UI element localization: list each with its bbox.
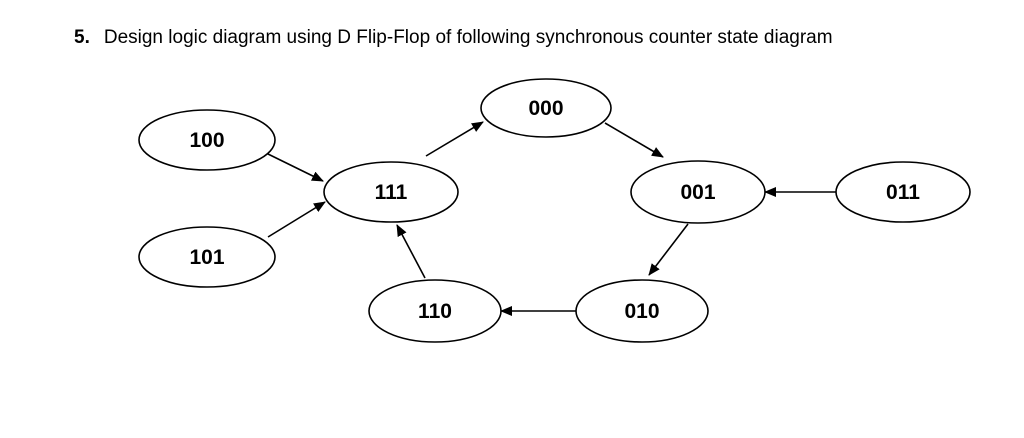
state-011: 011 [835, 161, 971, 223]
state-label-110: 110 [418, 300, 452, 323]
state-100: 100 [138, 109, 276, 171]
transition-000-to-001 [604, 122, 664, 158]
transition-100-to-111 [267, 153, 324, 182]
state-101: 101 [138, 226, 276, 288]
state-010: 010 [575, 279, 709, 343]
transition-001-to-010 [648, 223, 689, 276]
state-label-011: 011 [886, 181, 920, 204]
transition-110-to-111 [396, 224, 426, 279]
state-001: 001 [630, 160, 766, 224]
question-body: Design logic diagram using D Flip-Flop o… [103, 27, 833, 48]
state-label-000: 000 [528, 97, 563, 120]
state-110: 110 [368, 279, 502, 343]
transitions [267, 121, 836, 316]
states: 000 100 111 001 011 101 110 010 [138, 78, 971, 343]
state-label-100: 100 [189, 129, 224, 152]
state-000: 000 [480, 78, 612, 138]
state-label-010: 010 [624, 300, 659, 323]
question-number: 5. [74, 27, 90, 48]
state-111: 111 [323, 161, 459, 223]
transition-111-to-000 [425, 121, 484, 157]
question-text: 5. Design logic diagram using D Flip-Flop… [74, 27, 833, 49]
state-label-111: 111 [375, 181, 408, 204]
state-label-101: 101 [189, 246, 224, 269]
state-label-001: 001 [680, 181, 715, 204]
transition-101-to-111 [267, 201, 326, 238]
